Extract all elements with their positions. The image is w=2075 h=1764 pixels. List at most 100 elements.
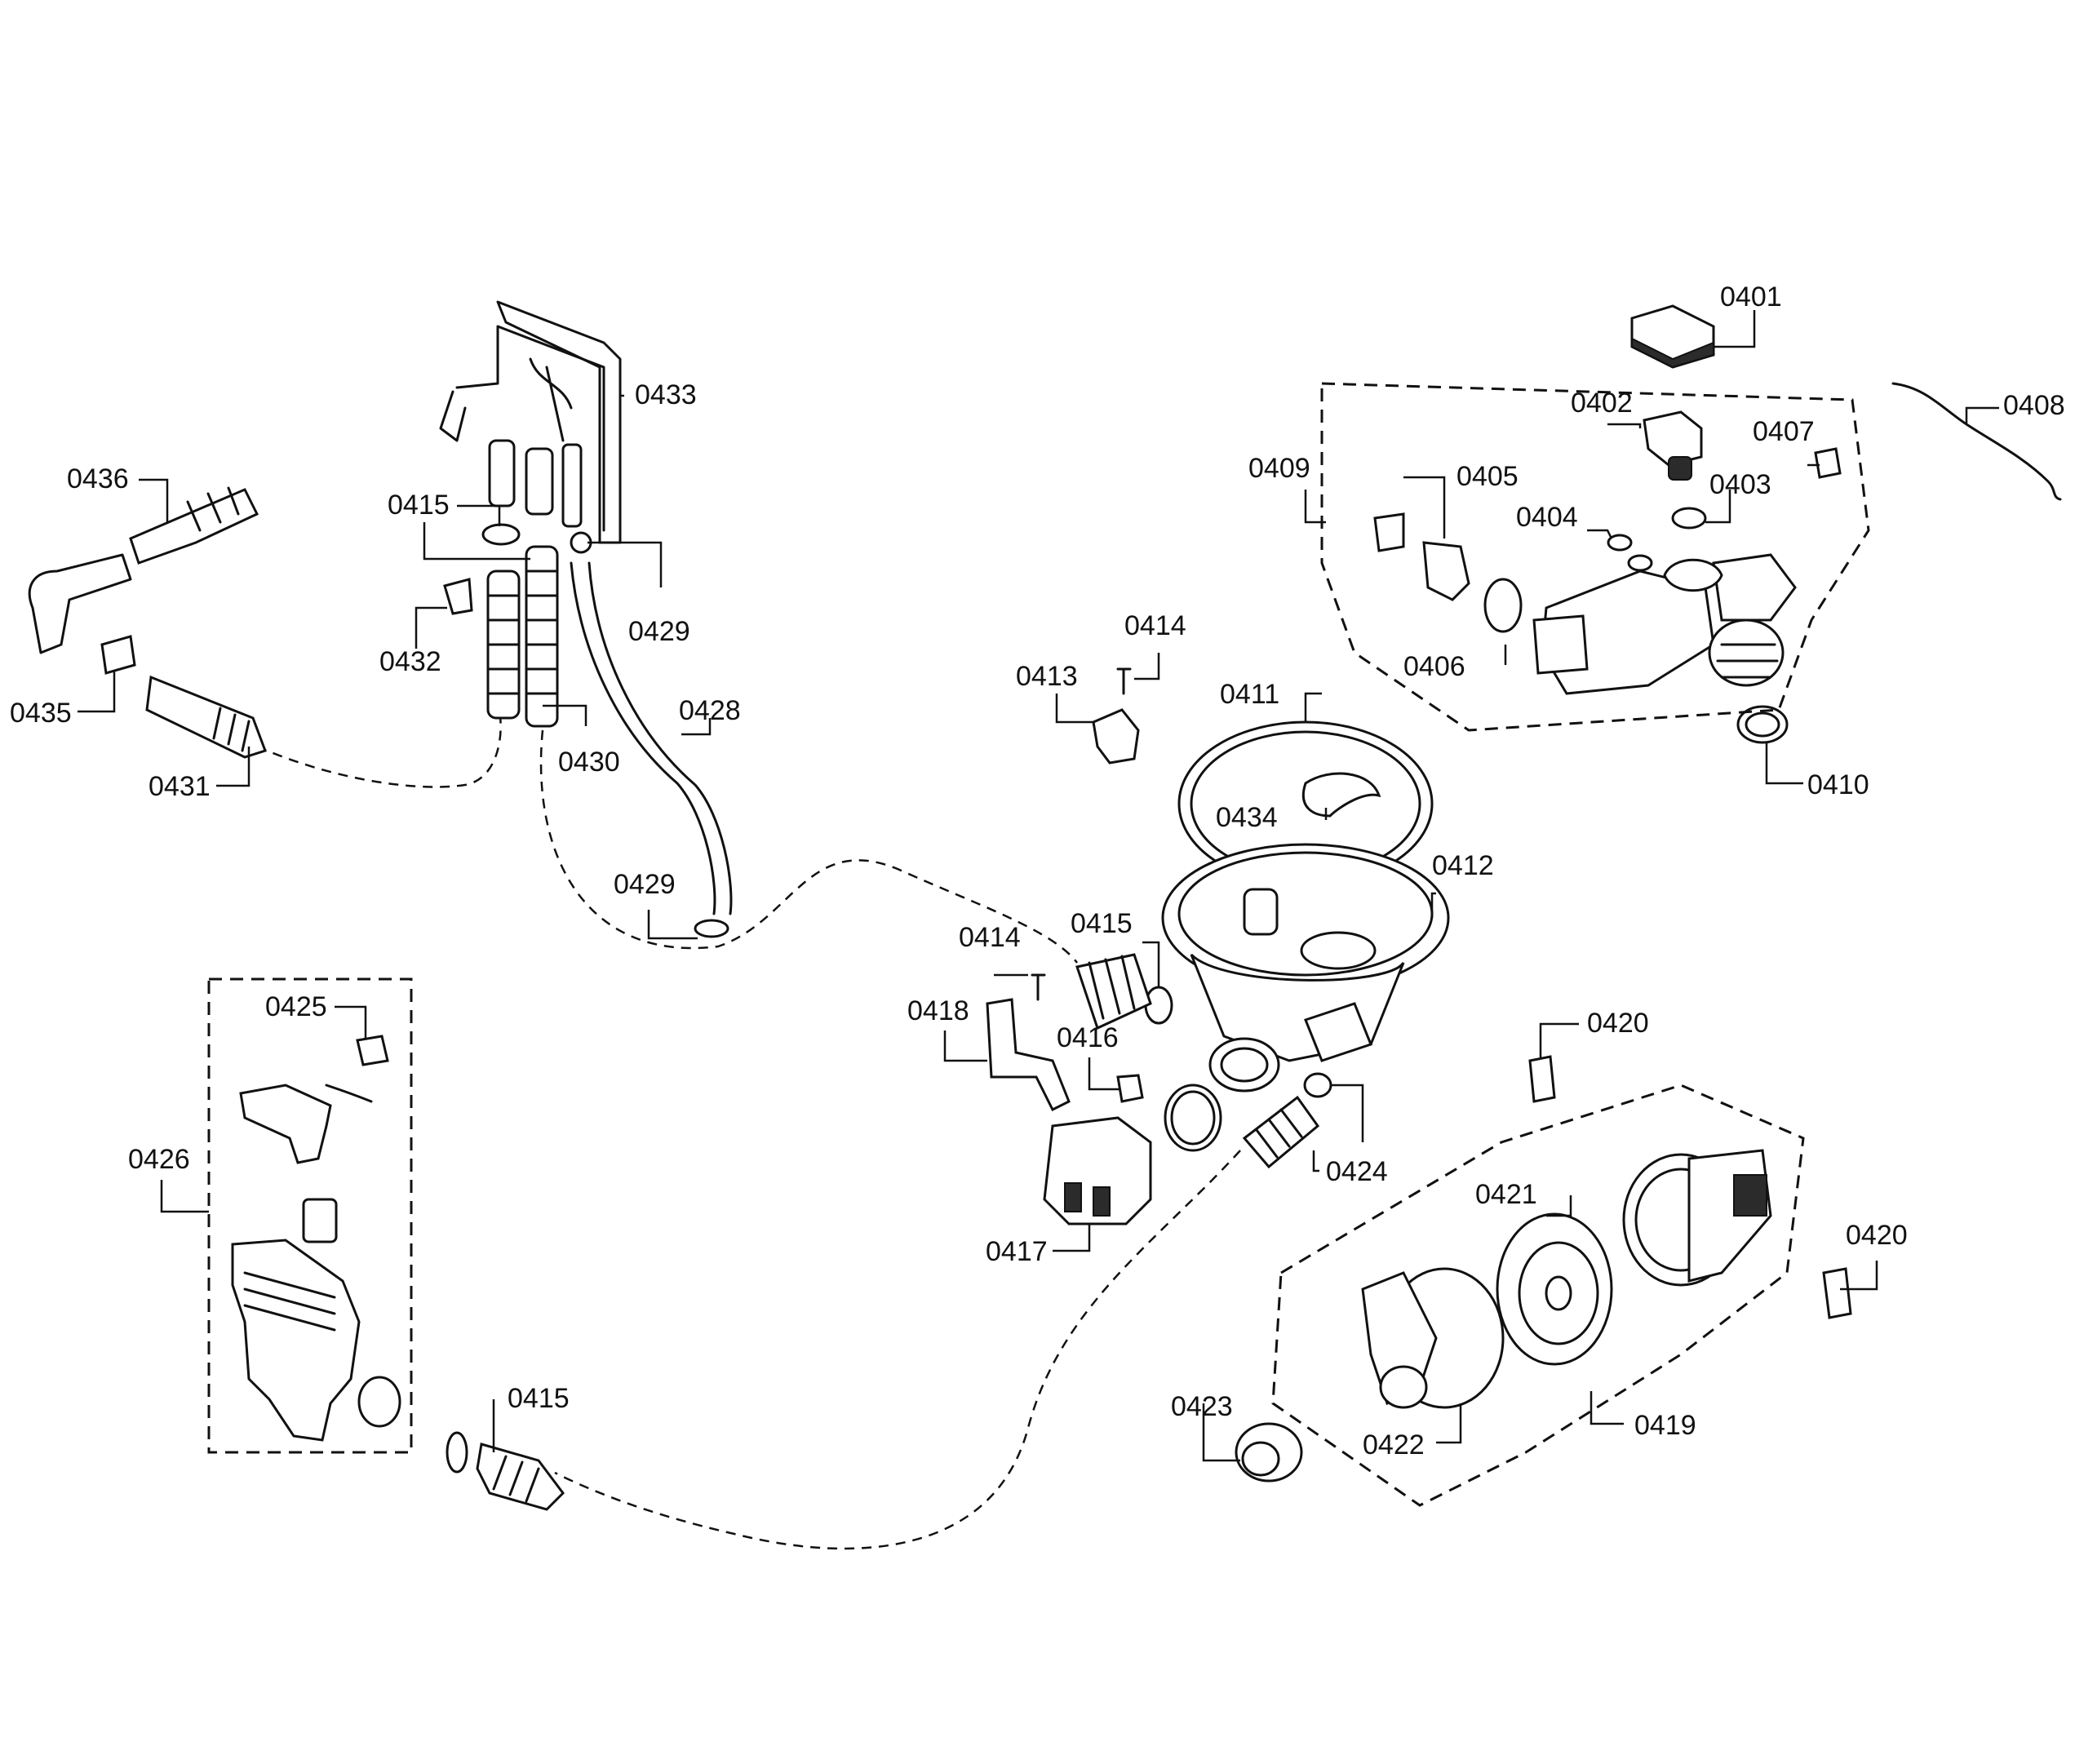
callout-0430: 0430 bbox=[558, 747, 620, 778]
leader-0431 bbox=[216, 747, 251, 787]
part-0417-pump bbox=[1043, 1116, 1152, 1225]
part-0419-heater-pump bbox=[1622, 1149, 1772, 1287]
part-0414-screw-top bbox=[1116, 667, 1132, 695]
leader-0416 bbox=[1088, 1057, 1120, 1091]
hose-route-heater bbox=[554, 1150, 1241, 1550]
leader-0415-top bbox=[423, 504, 530, 561]
part-0431-hose-end bbox=[145, 675, 267, 759]
callout-0402: 0402 bbox=[1571, 388, 1633, 419]
group-outline-0419 bbox=[1271, 1084, 1805, 1507]
part-0421-impeller-cover bbox=[1496, 1212, 1613, 1366]
callout-0434: 0434 bbox=[1216, 802, 1278, 833]
callout-0412: 0412 bbox=[1432, 850, 1494, 881]
callout-0432: 0432 bbox=[379, 646, 441, 677]
callout-0420-top: 0420 bbox=[1587, 1008, 1649, 1039]
part-0415-o-ring-sump bbox=[1164, 1084, 1222, 1152]
leader-0420-right bbox=[1840, 1261, 1878, 1291]
callout-0429-bottom: 0429 bbox=[614, 869, 676, 900]
callout-0415-mid: 0415 bbox=[1071, 908, 1133, 939]
part-0426-cap bbox=[239, 1084, 332, 1164]
leader-0423 bbox=[1202, 1403, 1240, 1462]
callout-0418: 0418 bbox=[907, 995, 969, 1026]
leader-0429-top bbox=[587, 541, 663, 587]
leader-0421 bbox=[1546, 1195, 1572, 1217]
part-0420-clip-right bbox=[1822, 1267, 1852, 1319]
part-0415-hose-mid bbox=[1075, 953, 1152, 1030]
callout-0416: 0416 bbox=[1057, 1022, 1119, 1053]
callout-0421: 0421 bbox=[1475, 1179, 1537, 1210]
part-0405-valve bbox=[1373, 512, 1470, 601]
callout-0410: 0410 bbox=[1807, 769, 1869, 800]
callout-0429-top: 0429 bbox=[628, 616, 690, 647]
callout-0433: 0433 bbox=[635, 379, 697, 410]
part-0409-circulation-assembly bbox=[1532, 553, 1797, 695]
leader-0403 bbox=[1705, 490, 1731, 524]
callout-0424: 0424 bbox=[1326, 1156, 1388, 1187]
callout-0405: 0405 bbox=[1456, 461, 1519, 492]
part-0429-hose-clamp-bottom bbox=[694, 919, 729, 938]
callout-0409: 0409 bbox=[1248, 453, 1310, 484]
part-0432-clip bbox=[443, 578, 473, 615]
leader-0402 bbox=[1607, 423, 1642, 428]
callout-0407: 0407 bbox=[1753, 416, 1815, 447]
callout-0435: 0435 bbox=[10, 698, 72, 729]
group-outline-0426 bbox=[207, 977, 413, 1454]
leader-0408 bbox=[1965, 406, 1999, 424]
leader-0432 bbox=[415, 606, 447, 649]
leader-0415-mid bbox=[1142, 941, 1160, 987]
leader-0418 bbox=[943, 1030, 987, 1062]
part-0424-o-ring bbox=[1303, 1072, 1332, 1098]
leader-0435 bbox=[78, 671, 116, 713]
callout-0413: 0413 bbox=[1016, 661, 1078, 692]
callout-0411: 0411 bbox=[1220, 679, 1279, 710]
callout-0406: 0406 bbox=[1403, 651, 1465, 682]
part-0436-drain-hose bbox=[28, 486, 259, 654]
callout-0414-mid: 0414 bbox=[959, 922, 1021, 953]
part-0435-clip bbox=[100, 635, 136, 675]
leader-0425 bbox=[335, 1005, 367, 1038]
part-0410-clamp bbox=[1736, 705, 1789, 744]
part-0413-bracket bbox=[1092, 708, 1140, 765]
callout-0428: 0428 bbox=[679, 695, 741, 726]
leader-0409 bbox=[1304, 490, 1326, 524]
part-0426-water-softener bbox=[231, 1239, 401, 1442]
leader-0422 bbox=[1436, 1403, 1462, 1444]
part-0424-hose bbox=[1242, 1095, 1320, 1169]
callout-0423: 0423 bbox=[1171, 1391, 1233, 1422]
part-0426-float bbox=[302, 1198, 338, 1243]
part-0415-o-ring-top bbox=[481, 523, 521, 546]
part-0404-seal bbox=[1607, 534, 1653, 572]
leader-0404 bbox=[1587, 529, 1613, 539]
callout-0420-right: 0420 bbox=[1846, 1220, 1908, 1251]
part-0434-filter-clip bbox=[1301, 772, 1381, 818]
part-0415-o-ring-bottom bbox=[446, 1431, 468, 1474]
part-0414-screw-mid bbox=[1031, 973, 1046, 1001]
part-0416-clip bbox=[1116, 1074, 1144, 1103]
part-0412-outlet-left bbox=[1208, 1037, 1280, 1093]
part-0425-connector bbox=[356, 1035, 389, 1066]
leader-0417 bbox=[1053, 1224, 1091, 1252]
callout-0403: 0403 bbox=[1709, 469, 1771, 500]
callout-0408: 0408 bbox=[2003, 390, 2065, 421]
callout-0417: 0417 bbox=[986, 1236, 1048, 1267]
callout-0426: 0426 bbox=[128, 1144, 190, 1175]
callout-0414-top: 0414 bbox=[1124, 610, 1186, 641]
leader-0413 bbox=[1055, 694, 1093, 724]
leader-0411 bbox=[1304, 692, 1322, 722]
callout-0431: 0431 bbox=[149, 771, 211, 802]
hose-route-drain bbox=[256, 701, 502, 788]
part-0407-clip bbox=[1814, 447, 1842, 479]
leader-0414-top bbox=[1134, 653, 1160, 680]
leader-0419 bbox=[1590, 1391, 1624, 1425]
leader-0410 bbox=[1765, 742, 1803, 785]
leader-0412 bbox=[1430, 892, 1436, 918]
part-0408-wire bbox=[1891, 382, 2062, 501]
leader-0429-bottom bbox=[647, 910, 698, 940]
part-0426-clip bbox=[325, 1084, 373, 1103]
callout-0404: 0404 bbox=[1516, 502, 1578, 533]
part-0423-grommet bbox=[1235, 1422, 1303, 1483]
leader-0428 bbox=[681, 718, 712, 736]
group-outline-0409 bbox=[1320, 382, 1870, 732]
part-0401-cover bbox=[1630, 304, 1715, 369]
